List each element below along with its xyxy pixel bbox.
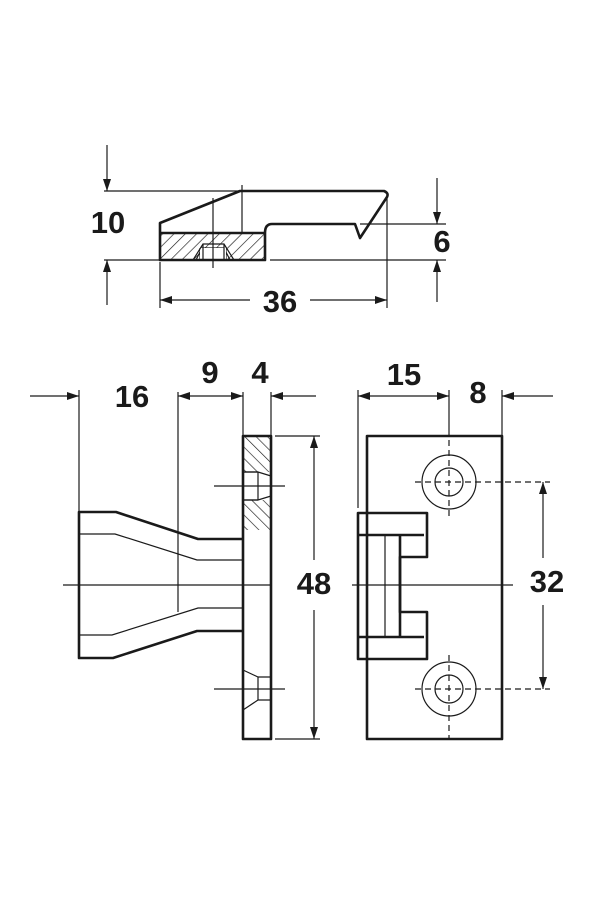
dim-knob-depth: 16 (115, 379, 149, 414)
dim-plate-height: 48 (297, 566, 331, 601)
plate-hatch-mid (243, 500, 271, 530)
side-view: 16 9 4 48 (30, 355, 331, 741)
dim-plate-thickness: 4 (251, 355, 269, 390)
dim-overall-height: 10 (91, 205, 125, 240)
front-plate (365, 434, 504, 741)
dim-neck-depth: 9 (201, 355, 218, 390)
dim-hole-spacing: 32 (530, 564, 564, 599)
dim-clip-offset: 15 (387, 357, 421, 392)
front-view: 15 8 32 (352, 357, 564, 741)
top-view: 10 6 36 (91, 145, 451, 319)
dim-length: 36 (263, 284, 297, 319)
latch-profile (158, 189, 389, 262)
plate-hatch-top (243, 436, 271, 472)
mounting-plate (241, 434, 273, 741)
dim-hole-edge: 8 (469, 375, 486, 410)
dim-ledge-height: 6 (433, 224, 450, 259)
